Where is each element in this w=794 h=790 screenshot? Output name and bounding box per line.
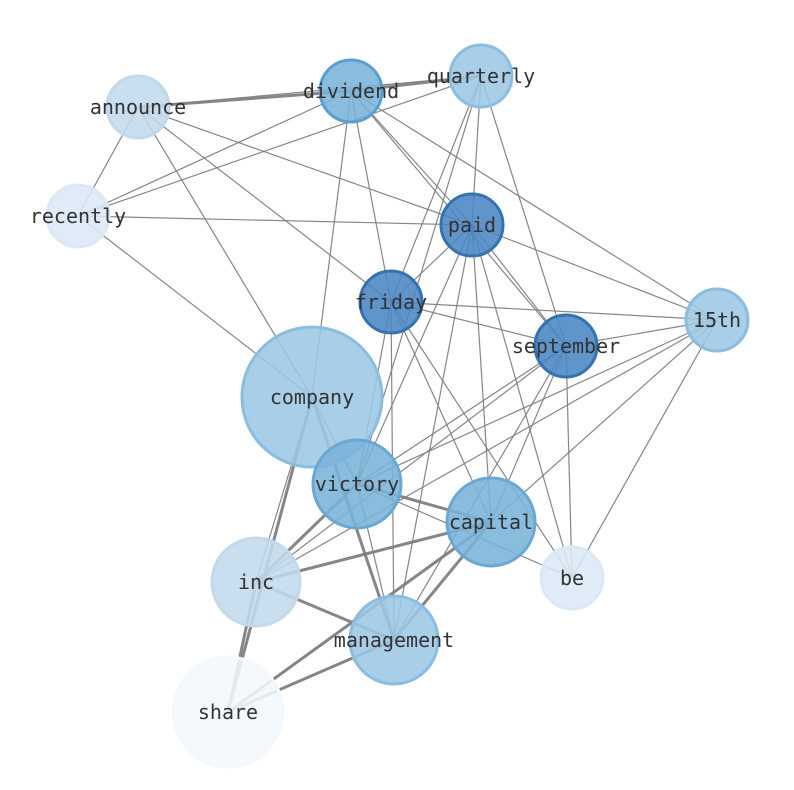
- node-label-share: share: [198, 700, 258, 724]
- edge-paid-capital: [471, 224, 492, 523]
- edge-15th-victory: [356, 319, 718, 485]
- node-announce[interactable]: [105, 74, 171, 140]
- edge-recently-paid: [77, 215, 473, 226]
- edge-quarterly-friday: [390, 75, 482, 303]
- edge-announce-paid: [137, 106, 473, 226]
- edge-dividend-15th: [350, 90, 718, 321]
- edge-september-be: [565, 345, 573, 579]
- node-paid[interactable]: [439, 192, 505, 258]
- node-label-15th: 15th: [693, 308, 741, 332]
- edge-dividend-recently: [77, 90, 352, 217]
- node-label-dividend: dividend: [303, 79, 399, 103]
- node-capital[interactable]: [445, 476, 537, 568]
- node-15th[interactable]: [684, 287, 750, 353]
- node-label-recently: recently: [30, 204, 126, 228]
- edge-dividend-friday: [350, 90, 392, 303]
- node-victory[interactable]: [311, 438, 403, 530]
- node-label-capital: capital: [449, 510, 533, 534]
- node-label-announce: announce: [90, 95, 186, 119]
- node-label-company: company: [270, 385, 354, 409]
- node-label-quarterly: quarterly: [427, 64, 535, 88]
- nodes-layer: [45, 43, 750, 769]
- node-share[interactable]: [171, 655, 285, 769]
- node-dividend[interactable]: [318, 58, 384, 124]
- node-recently[interactable]: [45, 183, 111, 249]
- edge-september-inc: [255, 345, 567, 583]
- node-quarterly[interactable]: [448, 43, 514, 109]
- node-label-inc: inc: [238, 570, 274, 594]
- node-label-be: be: [560, 566, 584, 590]
- edge-friday-15th: [390, 301, 718, 321]
- node-inc[interactable]: [210, 536, 302, 628]
- edge-quarterly-september: [480, 75, 567, 347]
- labels-layer: announce dividend quarterly recently paid fri…: [30, 64, 741, 724]
- node-label-friday: friday: [355, 290, 427, 314]
- edge-paid-15th: [471, 224, 718, 321]
- edge-15th-inc: [255, 319, 718, 583]
- edge-paid-be: [471, 224, 573, 579]
- node-label-september: september: [512, 334, 620, 358]
- node-label-paid: paid: [448, 213, 496, 237]
- edge-friday-be: [390, 301, 573, 579]
- edge-15th-be: [571, 319, 718, 579]
- node-friday[interactable]: [358, 269, 424, 335]
- node-be[interactable]: [539, 545, 605, 611]
- edge-quarterly-recently: [77, 75, 482, 217]
- node-company[interactable]: [240, 325, 384, 469]
- edge-announce-friday: [137, 106, 392, 303]
- node-management[interactable]: [348, 594, 440, 686]
- edge-paid-management: [393, 224, 473, 641]
- node-september[interactable]: [533, 313, 599, 379]
- node-label-victory: victory: [315, 472, 399, 496]
- edge-15th-capital: [490, 319, 718, 523]
- node-label-management: management: [334, 628, 454, 652]
